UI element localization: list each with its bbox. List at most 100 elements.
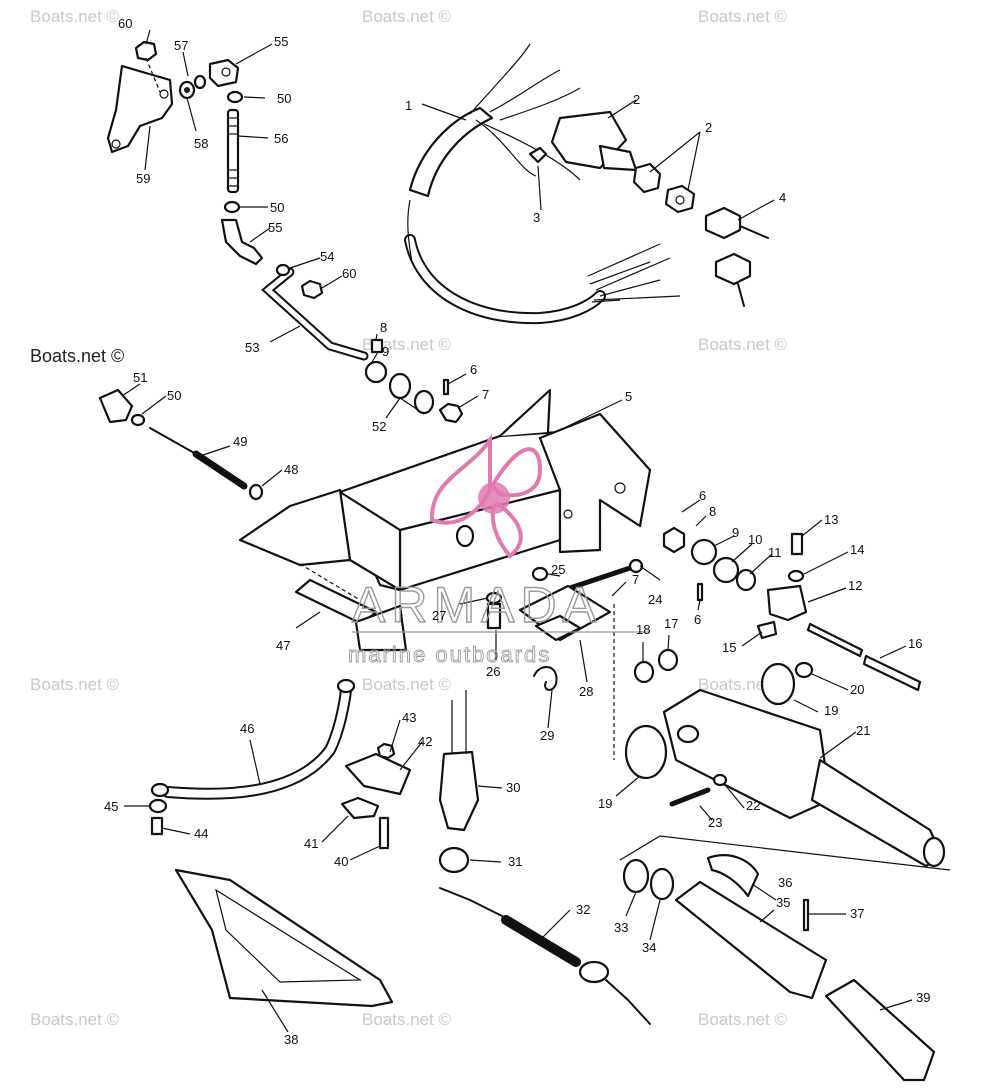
part-41-plate [340, 796, 380, 820]
part-number-label: 18 [636, 622, 650, 637]
part-number-label: 31 [508, 854, 522, 869]
part-number-label: 9 [382, 344, 389, 359]
part-21-tiller-arm [662, 688, 946, 868]
part-number-label: 9 [732, 525, 739, 540]
part-26-screw [486, 602, 502, 630]
part-36-decal [706, 854, 760, 898]
part-number-label: 14 [850, 542, 864, 557]
part-6-pin [696, 582, 704, 602]
watermark-text: Boats.net © [30, 1010, 120, 1029]
part-7-gear [662, 526, 686, 554]
part-40-stud [378, 816, 390, 850]
part-number-label: 13 [824, 512, 838, 527]
part-18-bushing [633, 660, 655, 684]
part-56-rod [226, 108, 240, 194]
watermark-text: Boats.net © [698, 335, 788, 354]
part-16-shaft [862, 654, 922, 692]
part-number-label: 41 [304, 836, 318, 851]
part-60-nut [300, 279, 324, 300]
part-13-screw [790, 532, 804, 556]
watermark-text: Boats.net © [30, 675, 120, 694]
part-5-tiller-housing [238, 388, 652, 592]
part-number-label: 55 [268, 220, 282, 235]
part-15-block [756, 620, 778, 640]
part-number-label: 32 [576, 902, 590, 917]
part-number-label: 50 [277, 91, 291, 106]
part-57-washer [193, 74, 207, 90]
part-50-nut [223, 200, 241, 214]
part-number-label: 59 [136, 171, 150, 186]
part-30-kill-switch [438, 750, 480, 832]
part-number-label: 49 [233, 434, 247, 449]
part-number-label: 60 [342, 266, 356, 281]
watermark-text: Boats.net © [698, 1010, 788, 1029]
part-25-nut [531, 566, 549, 582]
part-number-label: 47 [276, 638, 290, 653]
part-34-o-ring [649, 867, 675, 901]
part-6-pin [442, 378, 450, 396]
logo-propeller-blade [490, 501, 523, 559]
part-number-label: 4 [779, 190, 786, 205]
part-16-shaft [806, 622, 864, 658]
part-45-washer [148, 798, 168, 814]
part-number-label: 19 [824, 703, 838, 718]
part-49-bolt [149, 427, 197, 455]
part-43-nut [376, 742, 396, 760]
part-23-bolt [669, 787, 711, 807]
part-20-nut [794, 661, 814, 679]
logo-propeller-hub [478, 482, 510, 514]
part-number-label: 43 [402, 710, 416, 725]
logo-propeller-blade [489, 447, 543, 498]
part-number-label: 56 [274, 131, 288, 146]
part-55-ball-joint [220, 218, 264, 266]
part-50-washer [130, 413, 146, 427]
part-19-washer [624, 724, 668, 780]
part-50-nut [226, 90, 244, 104]
part-2-ignition-switch [550, 110, 696, 214]
watermark-text: Boats.net © [698, 7, 788, 26]
part-number-label: 33 [614, 920, 628, 935]
part-number-label: 55 [274, 34, 288, 49]
part-54-washer [275, 263, 291, 277]
part-4-keys [704, 206, 769, 307]
part-number-label: 60 [118, 16, 132, 31]
watermark-text: Boats.net © [362, 7, 452, 26]
part-number-label: 2 [705, 120, 712, 135]
part-number-label: 12 [848, 578, 862, 593]
part-number-label: 17 [664, 616, 678, 631]
part-11-bushing [735, 568, 757, 592]
part-31-nut [438, 846, 470, 874]
part-number-label: 21 [856, 723, 870, 738]
part-number-label: 27 [432, 608, 446, 623]
part-42-bracket [344, 752, 412, 796]
part-19-washer [760, 662, 796, 706]
part-14-washer [787, 569, 805, 583]
part-number-label: 6 [699, 488, 706, 503]
part-number-label: 38 [284, 1032, 298, 1047]
part-number-label: 6 [694, 612, 701, 627]
part-22-nut [712, 773, 728, 787]
watermark-text: Boats.net © [30, 7, 120, 26]
part-number-label: 36 [778, 875, 792, 890]
part-47-bracket [354, 604, 408, 652]
part-number-label: 50 [167, 388, 181, 403]
part-number-label: 40 [334, 854, 348, 869]
logo-main-text: ARMADA [352, 577, 602, 633]
part-1-wiring-harness [404, 43, 681, 325]
part-number-label: 51 [133, 370, 147, 385]
part-9-bushing [690, 538, 718, 566]
part-55-ball-joint [208, 58, 240, 88]
leader-lines [121, 29, 951, 1033]
part-44-screw [150, 816, 164, 836]
part-39-handle-grip [824, 978, 936, 1082]
part-32-lanyard [439, 887, 651, 1025]
part-number-label: 6 [470, 362, 477, 377]
part-number-label: 7 [632, 572, 639, 587]
part-number-label: 2 [633, 92, 640, 107]
part-number-label: 53 [245, 340, 259, 355]
part-number-label: 35 [776, 895, 790, 910]
part-7-gear [438, 402, 464, 424]
part-59-bracket [106, 64, 174, 154]
part-9-bushing [364, 360, 388, 384]
